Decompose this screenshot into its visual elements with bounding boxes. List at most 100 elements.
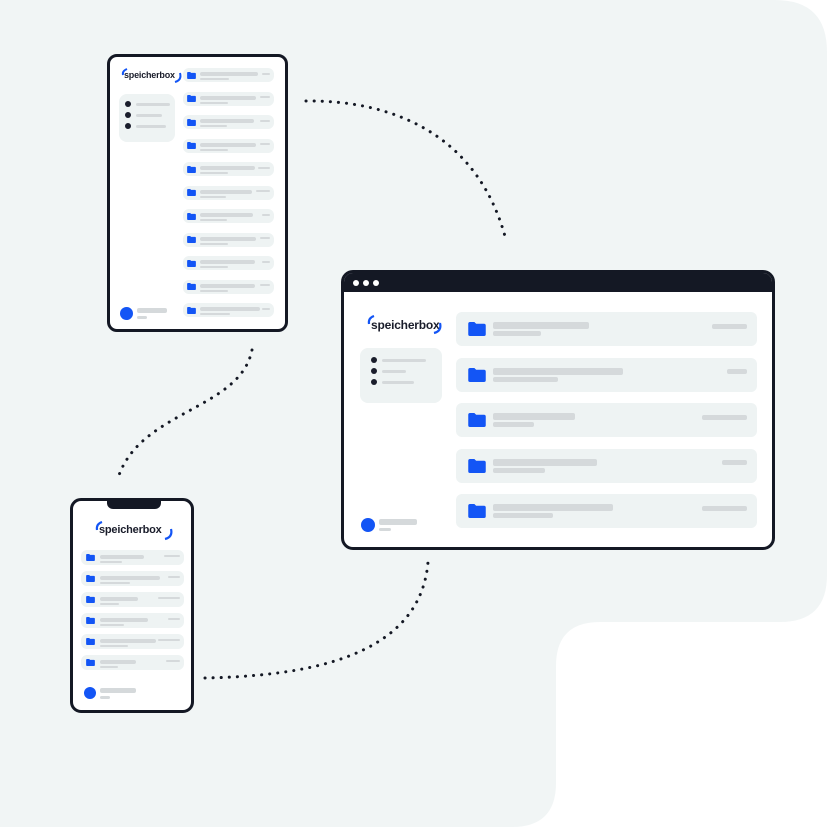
folder-icon: [187, 236, 196, 243]
file-meta-bar: [100, 644, 128, 647]
file-name-bar: [100, 575, 160, 580]
desktop-logo: speicherbox: [371, 318, 440, 332]
phone-user-name-bar: [100, 688, 136, 693]
nav-item-bar[interactable]: [136, 102, 170, 106]
desktop-logo-text: speicherbox: [371, 318, 440, 332]
file-size-bar: [168, 576, 180, 579]
logo-arc-icon: [121, 68, 182, 83]
file-meta-bar: [200, 125, 227, 128]
folder-icon: [187, 142, 196, 149]
file-name-bar: [100, 617, 148, 622]
file-size-bar: [258, 166, 270, 169]
file-meta-bar: [493, 376, 558, 382]
file-meta-bar: [200, 148, 228, 151]
file-name-bar: [100, 638, 156, 643]
desktop-avatar-icon[interactable]: [361, 518, 375, 532]
tablet-logo-text: speicherbox: [124, 70, 175, 80]
folder-icon: [187, 71, 196, 79]
file-name-bar: [200, 307, 260, 312]
file-meta-bar: [200, 78, 229, 81]
nav-dot: [125, 101, 131, 107]
tablet-logo: speicherbox: [124, 70, 175, 80]
file-name-bar: [200, 119, 254, 124]
phone-notch: [107, 501, 161, 509]
file-size-bar: [158, 597, 180, 600]
nav-item-bar[interactable]: [136, 124, 166, 128]
nav-dot: [125, 123, 131, 129]
file-meta-bar: [100, 623, 124, 626]
file-name-bar: [493, 458, 597, 466]
file-size-bar: [166, 660, 180, 663]
folder-icon: [468, 322, 486, 336]
logo-arc-icon: [95, 520, 173, 541]
folder-icon: [187, 306, 196, 314]
file-size-bar: [722, 460, 747, 466]
desktop-titlebar: [344, 273, 772, 292]
file-size-bar: [262, 213, 270, 216]
phone-user-sub-bar: [100, 696, 110, 699]
desktop-user-sub-bar: [379, 528, 391, 531]
file-meta-bar: [200, 219, 227, 222]
file-meta-bar: [200, 242, 228, 245]
file-meta-bar: [493, 513, 553, 519]
folder-icon: [187, 283, 196, 290]
tablet-device: speicherbox: [107, 54, 288, 332]
file-name-bar: [100, 554, 144, 559]
file-meta-bar: [200, 101, 228, 104]
folder-icon: [187, 259, 196, 267]
file-name-bar: [493, 413, 575, 421]
window-control-dot[interactable]: [363, 280, 369, 286]
file-meta-bar: [493, 422, 534, 428]
file-name-bar: [100, 596, 138, 601]
file-name-bar: [493, 322, 589, 330]
file-name-bar: [493, 367, 623, 375]
tablet-user-name-bar: [137, 308, 167, 313]
file-size-bar: [256, 190, 270, 193]
file-name-bar: [200, 166, 255, 171]
file-name-bar: [200, 213, 253, 218]
folder-icon: [187, 165, 196, 173]
nav-dot: [371, 379, 377, 385]
folder-icon: [187, 212, 196, 220]
file-size-bar: [168, 618, 180, 621]
tablet-avatar-icon[interactable]: [120, 307, 133, 320]
file-name-bar: [100, 659, 136, 664]
file-size-bar: [260, 119, 270, 122]
file-meta-bar: [200, 313, 230, 316]
window-control-dot[interactable]: [373, 280, 379, 286]
file-size-bar: [158, 639, 180, 642]
file-size-bar: [727, 369, 747, 375]
window-control-dot[interactable]: [353, 280, 359, 286]
nav-item-bar[interactable]: [382, 369, 406, 373]
folder-icon: [86, 638, 95, 645]
folder-icon: [468, 458, 486, 473]
folder-icon: [86, 617, 95, 624]
file-name-bar: [493, 504, 613, 512]
file-name-bar: [200, 283, 255, 288]
phone-logo: speicherbox: [99, 524, 162, 536]
file-name-bar: [200, 72, 258, 77]
phone-avatar-icon[interactable]: [84, 687, 96, 699]
folder-icon: [86, 596, 95, 603]
nav-item-bar[interactable]: [382, 358, 426, 362]
file-meta-bar: [200, 289, 228, 292]
file-meta-bar: [100, 560, 122, 563]
folder-icon: [468, 413, 486, 427]
connector-tablet-phone: [116, 348, 254, 480]
file-meta-bar: [100, 602, 119, 605]
file-meta-bar: [200, 172, 228, 175]
file-size-bar: [262, 260, 270, 263]
nav-item-bar[interactable]: [136, 113, 162, 117]
file-name-bar: [200, 189, 252, 194]
file-size-bar: [260, 237, 270, 240]
file-name-bar: [200, 142, 256, 147]
file-size-bar: [260, 143, 270, 146]
file-meta-bar: [200, 266, 228, 269]
file-name-bar: [200, 260, 255, 265]
file-name-bar: [200, 95, 256, 100]
nav-dot: [371, 357, 377, 363]
nav-item-bar[interactable]: [382, 380, 414, 384]
folder-icon: [187, 189, 196, 196]
file-size-bar: [702, 505, 747, 511]
file-meta-bar: [100, 581, 130, 584]
